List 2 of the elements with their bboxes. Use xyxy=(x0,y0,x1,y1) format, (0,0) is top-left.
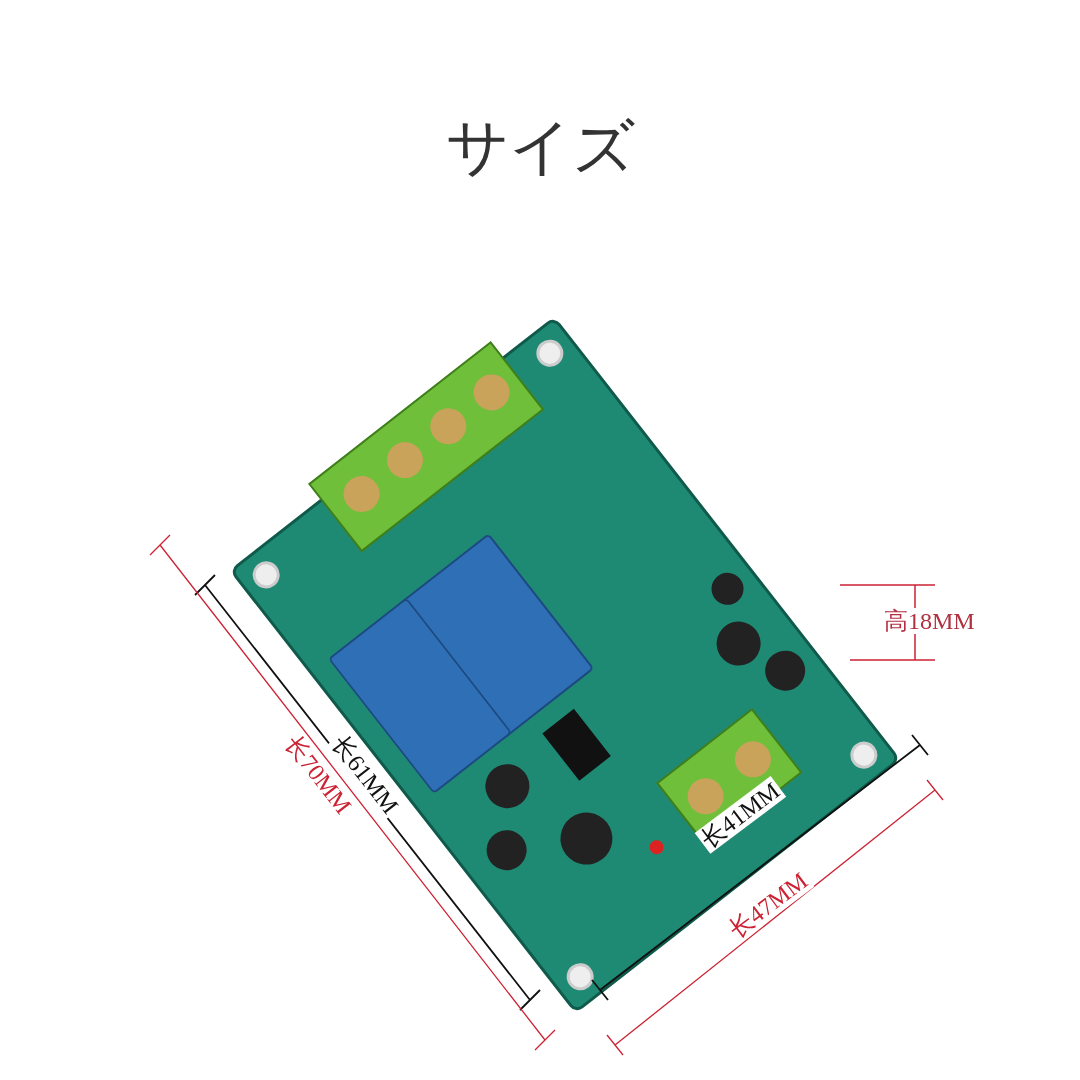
dimension-label: 高18MM xyxy=(882,608,977,634)
title: サイズ xyxy=(444,109,636,185)
